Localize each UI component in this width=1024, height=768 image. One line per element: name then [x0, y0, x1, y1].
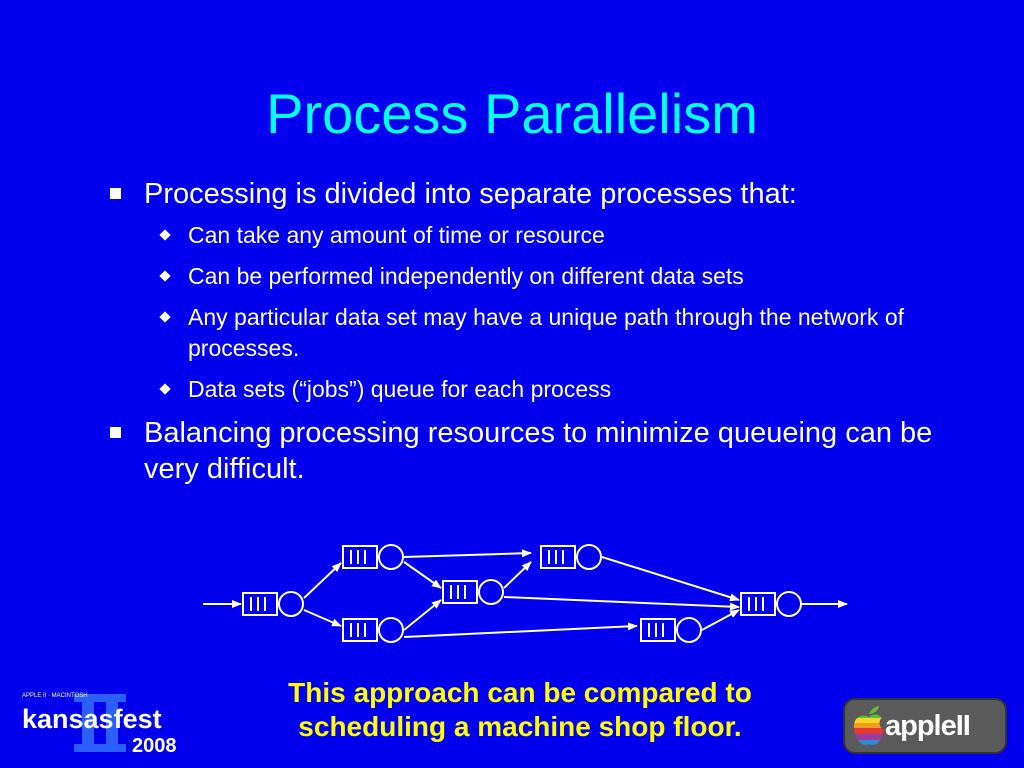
- conclusion-text: This approach can be compared to schedul…: [230, 676, 810, 744]
- job-queue-icon: [442, 580, 478, 604]
- process-node: [242, 591, 304, 617]
- flow-arrow: [403, 622, 638, 638]
- flow-arrow: [601, 556, 740, 602]
- job-queue-icon: [640, 618, 676, 642]
- process-circle-icon: [776, 591, 802, 617]
- logo-year: 2008: [132, 735, 177, 757]
- process-node: [640, 617, 702, 643]
- logo-small-text: APPLE II · MACINTOSH: [22, 693, 88, 699]
- process-circle-icon: [378, 617, 404, 643]
- process-node: [540, 544, 602, 570]
- conclusion-line: This approach can be compared to: [288, 677, 752, 708]
- bullet-list: Processing is divided into separate proc…: [104, 176, 944, 495]
- job-queue-icon: [740, 592, 776, 616]
- flow-arrow: [503, 596, 740, 611]
- flow-arrow: [303, 609, 342, 627]
- job-queue-icon: [342, 545, 378, 569]
- square-bullet-icon: [110, 188, 121, 199]
- bullet-item: Balancing processing resources to minimi…: [104, 415, 944, 487]
- kansasfest-logo: APPLE II · MACINTOSH kansasfest 2008: [22, 693, 177, 757]
- flow-arrow: [403, 561, 442, 589]
- job-queue-icon: [342, 618, 378, 642]
- apple-icon: [853, 706, 885, 746]
- process-node: [342, 544, 404, 570]
- bullet-item: Processing is divided into separate proc…: [104, 176, 944, 212]
- logo-wordmark: kansasfest: [22, 704, 162, 734]
- sub-bullet-item: Any particular data set may have a uniqu…: [144, 302, 944, 364]
- process-circle-icon: [478, 579, 504, 605]
- sub-bullet-item: Can take any amount of time or resource: [144, 220, 944, 251]
- sub-bullet-text: Can take any amount of time or resource: [188, 222, 605, 248]
- process-circle-icon: [676, 617, 702, 643]
- process-circle-icon: [576, 544, 602, 570]
- apple-ii-logo: appleII: [845, 700, 1005, 752]
- flow-arrow: [303, 562, 342, 599]
- job-queue-icon: [540, 545, 576, 569]
- process-circle-icon: [378, 544, 404, 570]
- job-queue-icon: [242, 592, 278, 616]
- flow-arrow: [403, 549, 532, 558]
- sub-bullet-item: Can be performed independently on differ…: [144, 261, 944, 292]
- process-node: [342, 617, 404, 643]
- square-bullet-icon: [110, 427, 121, 438]
- sub-bullet-text: Can be performed independently on differ…: [188, 263, 744, 289]
- apple-ii-wordmark: appleII: [885, 710, 971, 742]
- flow-arrow: [403, 599, 442, 631]
- bullet-text: Balancing processing resources to minimi…: [144, 417, 933, 485]
- flow-arrow: [503, 561, 532, 589]
- bullet-text: Processing is divided into separate proc…: [144, 178, 797, 210]
- flow-arrow: [701, 609, 740, 631]
- sub-bullet-text: Data sets (“jobs”) queue for each proces…: [188, 376, 612, 402]
- slide-title: Process Parallelism: [266, 82, 758, 145]
- sub-bullet-list: Can take any amount of time or resource …: [144, 220, 944, 405]
- conclusion-line: scheduling a machine shop floor.: [298, 711, 742, 742]
- sub-bullet-text: Any particular data set may have a uniqu…: [188, 304, 904, 361]
- process-node: [442, 579, 504, 605]
- sub-bullet-item: Data sets (“jobs”) queue for each proces…: [144, 374, 944, 405]
- process-circle-icon: [278, 591, 304, 617]
- process-node: [740, 591, 802, 617]
